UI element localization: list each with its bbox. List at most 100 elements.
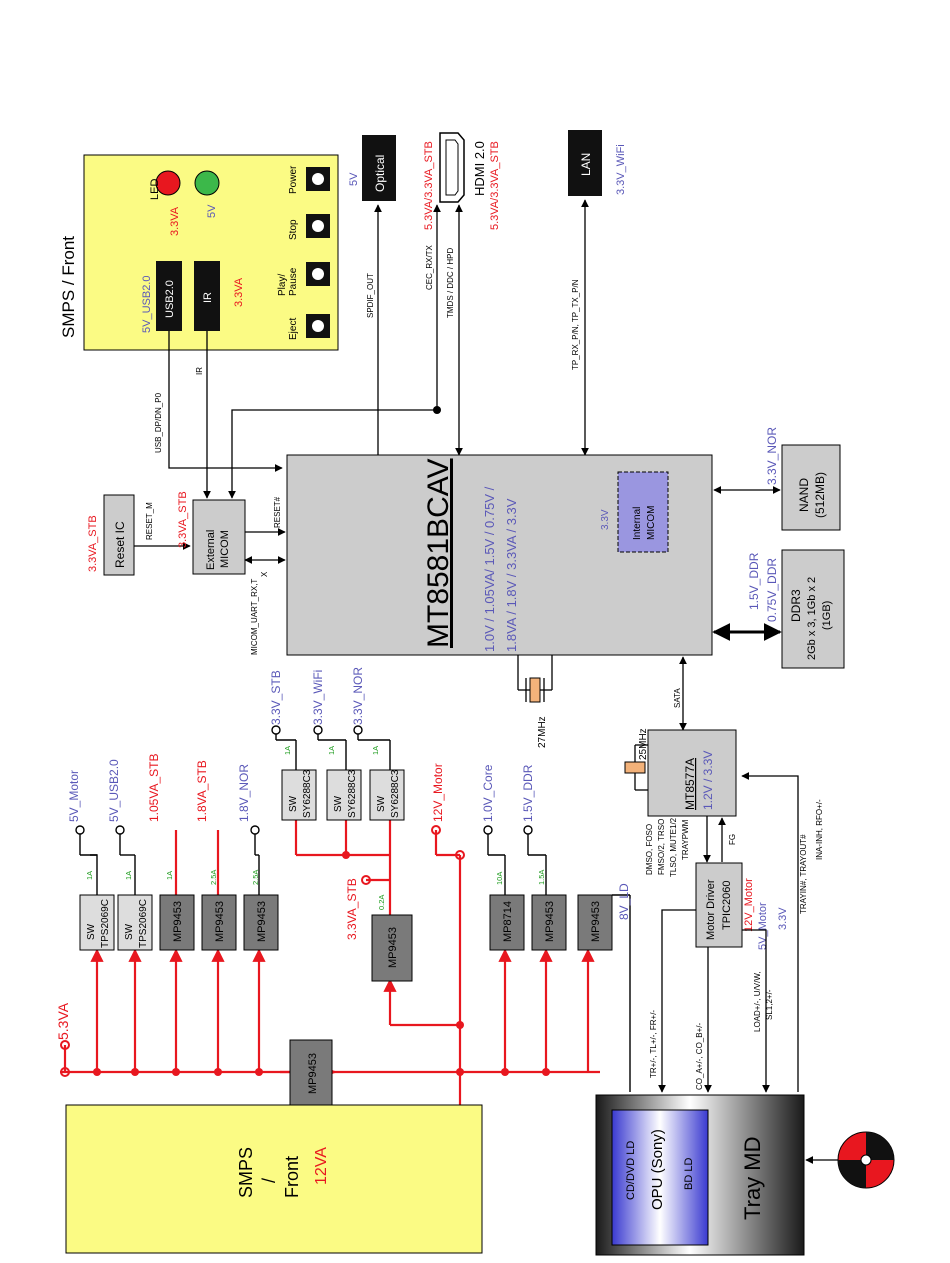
led-green-voltage: 5V — [206, 204, 218, 218]
crystal-27mhz-label: 27MHz — [537, 716, 548, 748]
ddr-label-3: (1GB) — [821, 601, 833, 630]
ddr-label-2: 2Gb x 3, 1Gb x 2 — [806, 577, 818, 660]
led-green-icon — [194, 170, 220, 196]
reset-ic-label: Reset IC — [113, 521, 127, 568]
motor-driver — [695, 862, 743, 948]
eject-button[interactable] — [306, 314, 330, 338]
reset-n-label: RESET# — [273, 496, 282, 528]
wifi-reg-1-sw: SW — [333, 795, 344, 812]
core-reg-0-out: 1.0V_Core — [481, 764, 495, 822]
internal-micom-label: Internal — [632, 507, 643, 540]
regulator-4: MP9453 1.8V_NOR 2.5A — [237, 764, 279, 951]
led-red-icon — [155, 170, 181, 196]
stb-reg-out: 3.3VA_STB — [345, 878, 359, 940]
front-panel: SMPS / Front LED 3.3VA 5V USB2.0 5V_USB2… — [59, 154, 339, 351]
usb-port — [156, 261, 182, 331]
wifi-reg-2-amp: 1A — [371, 746, 380, 755]
fg-label: FG — [728, 834, 737, 845]
smps-voltage: 12VA — [313, 1147, 330, 1185]
core-regulator-1: MP9453 1.5V_DDR 1.5A — [521, 764, 567, 951]
optical-port — [362, 135, 396, 201]
lan-label: LAN — [579, 153, 593, 176]
nand-label-2: (512MB) — [813, 472, 827, 518]
motor-3v3-label: 3.3V — [777, 907, 789, 930]
regulator-2: MP9453 1.05VA_STB 1A — [147, 754, 195, 951]
reg-4-amp: 2.5A — [251, 870, 260, 885]
ir-label: IR — [202, 292, 214, 303]
wifi-regulator-0: SW SY6288C3 3.3V_STB 1A — [269, 670, 317, 821]
stb-reg-part: MP9453 — [387, 927, 399, 968]
internal-micom — [617, 471, 669, 553]
mt8577-signals-2: FMSO/2, TRSO — [657, 819, 666, 875]
regulator-3: MP9453 1.8VA_STB 2.5A — [195, 760, 237, 951]
sata-label: SATA — [673, 688, 682, 708]
internal-micom-label-2: MICOM — [646, 506, 657, 540]
wifi-reg-1-amp: 1A — [327, 746, 336, 755]
front-panel-title: SMPS / Front — [59, 236, 78, 338]
soc-name: MT8581BCAV — [422, 458, 455, 648]
play-pause-button[interactable] — [306, 262, 330, 286]
reg-1-sw: SW — [124, 923, 135, 940]
main-regulator: MP9453 — [289, 1039, 333, 1111]
reset-m-label: RESET_M — [145, 502, 154, 540]
reg-0-amp: 1A — [85, 871, 94, 880]
motor-driver-label: Motor Driver — [705, 879, 717, 940]
ddr-label: DDR3 — [789, 589, 803, 622]
mt8577-signals-4: TRAYPWM — [681, 819, 690, 860]
reg-3-part: MP9453 — [214, 901, 226, 942]
hdmi-icon — [439, 132, 465, 203]
tray-signal-label: TRAYIN#, TRAYOUT# — [799, 834, 808, 914]
ddr-chip — [781, 549, 845, 669]
reg-4-out: 1.8V_NOR — [237, 764, 251, 822]
nand-label: NAND — [797, 478, 811, 512]
ir-signal-label: IR — [195, 367, 204, 375]
stb-reg-amp: 0.2A — [377, 895, 386, 910]
mt8577a-chip — [647, 729, 737, 817]
disc-icon — [837, 1131, 895, 1189]
led-red-voltage: 3.3VA — [169, 206, 181, 236]
tr-signal-label: TR+/-, TL+/-, FR+/- — [649, 1010, 658, 1078]
bd-ld-label: BD LD — [683, 1158, 695, 1190]
nand-chip — [781, 444, 841, 531]
crystal-25mhz-icon — [624, 744, 648, 791]
led-label: LED — [149, 179, 161, 200]
stb-regulator: MP9453 3.3VA_STB 0.2A — [345, 878, 413, 982]
stop-button[interactable] — [306, 214, 330, 238]
opu-sony — [611, 1109, 709, 1246]
smps-label-2: / — [259, 1178, 279, 1183]
eject-button-label: Eject — [288, 318, 299, 340]
lan-signal-label: TP_RX_P/N, TP_TX_P/N — [571, 279, 580, 370]
mt8577-signals-3: TLSO, MUTE1/2 — [669, 817, 678, 877]
wifi-reg-0-sw: SW — [288, 795, 299, 812]
load-signal-label-2: SL1,2+/- — [765, 989, 774, 1020]
wifi-reg-1-part: SY6288C3 — [347, 769, 358, 818]
soc-rails-2: 1.8VA / 1.8V / 3.3VA / 3.3V — [504, 498, 519, 652]
ir-receiver — [194, 261, 220, 331]
wifi-reg-2-part: SY6288C3 — [390, 769, 401, 818]
mt8577a-voltage: 1.2V / 3.3V — [701, 751, 715, 810]
soc-rails: 1.0V / 1.05VA/ 1.5V / 0.75V / — [482, 486, 497, 652]
regulator-1: SW TPS2069C 5V_USB2.0 1A — [107, 759, 153, 951]
spdif-signal-label: SPDIF_OUT — [366, 273, 375, 318]
reg-1-out: 5V_USB2.0 — [107, 759, 121, 822]
reg-1-part: TPS2069C — [138, 899, 149, 948]
core-reg-0-amp: 10A — [495, 872, 504, 885]
usb-label: USB2.0 — [164, 280, 176, 318]
nand-voltage: 3.3V_NOR — [765, 427, 779, 485]
tmds-signal-label: TMDS / DDC / HPD — [446, 248, 455, 318]
power-button[interactable] — [306, 167, 330, 191]
reg-2-part: MP9453 — [172, 901, 184, 942]
reg-0-part: TPS2069C — [100, 899, 111, 948]
power-button-label: Power — [288, 165, 299, 194]
hdmi-voltage-right: 5.3VA/3.3VA_STB — [489, 141, 501, 230]
ina-signal-label: INA-INH, RFO+/- — [815, 799, 824, 860]
play-button-label: Play/ — [277, 274, 288, 296]
ddr-voltage-2: 0.75V_DDR — [765, 558, 779, 622]
play-button-label-2: Pause — [288, 267, 299, 296]
cec-signal-label: CEC_RX/TX — [425, 244, 434, 290]
motor-5v-label: 5V_Motor — [757, 902, 769, 950]
crystal-27mhz-icon — [517, 655, 553, 703]
usb-signal-label: USB_DP/DN_P0 — [154, 392, 163, 453]
external-micom-label-2: MICOM — [219, 530, 231, 568]
